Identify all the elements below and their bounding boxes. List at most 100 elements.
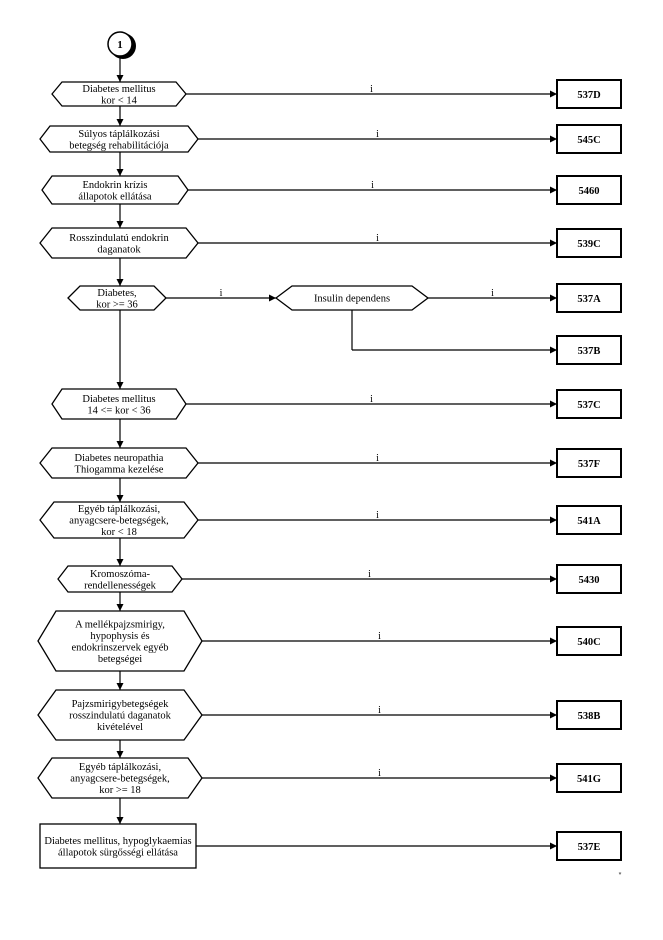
start-connector xyxy=(107,31,133,57)
edge-label-i: i xyxy=(376,510,379,521)
flowchart-edges xyxy=(116,56,557,850)
decision-node xyxy=(67,285,167,311)
flowchart-nodes xyxy=(37,31,622,869)
code-box xyxy=(556,626,622,656)
decision-node xyxy=(37,689,203,741)
decision-node xyxy=(57,565,183,593)
decision-node xyxy=(37,610,203,672)
code-box-label: 539C xyxy=(577,239,600,250)
decision-node xyxy=(39,447,199,479)
code-box-label: 5430 xyxy=(579,575,600,586)
corner-mark: " xyxy=(618,871,621,880)
decision-node-label-line: betegségei xyxy=(98,654,142,665)
code-box xyxy=(556,175,622,205)
decision-node-label-line: Súlyos táplálkozási xyxy=(78,129,159,140)
code-box xyxy=(556,228,622,258)
code-box xyxy=(556,79,622,109)
decision-node xyxy=(41,175,189,205)
decision-node-label: Kromoszóma-rendellenességek xyxy=(84,569,156,592)
start-connector-label: 1 xyxy=(117,39,123,51)
code-box xyxy=(556,124,622,154)
decision-node-label-line: Diabetes, xyxy=(97,288,136,299)
code-box xyxy=(556,763,622,793)
edge-label-i: i xyxy=(370,394,373,405)
decision-node-label-line: anyagcsere-betegségek, xyxy=(69,516,168,527)
edge-label-i: i xyxy=(376,129,379,140)
code-box-label: 537E xyxy=(578,842,601,853)
process-box xyxy=(39,823,197,869)
code-box-label: 5460 xyxy=(579,186,600,197)
decision-node-label-line: Egyéb táplálkozási, xyxy=(78,504,160,515)
decision-node-label-line: anyagcsere-betegségek, xyxy=(70,774,169,785)
code-box xyxy=(556,335,622,365)
decision-node-label-line: Kromoszóma- xyxy=(90,569,151,580)
decision-node-label-line: állapotok ellátása xyxy=(78,191,152,202)
decision-node-label-line: A mellékpajzsmirigy, xyxy=(75,619,165,630)
code-box-label: 545C xyxy=(577,135,600,146)
decision-node-label-line: Diabetes mellitus xyxy=(82,394,155,405)
code-box xyxy=(556,831,622,861)
decision-node-insulin xyxy=(274,285,430,311)
decision-node xyxy=(39,227,199,259)
decision-node-label-line: Thiogamma kezelése xyxy=(75,464,164,475)
decision-node xyxy=(39,501,199,539)
code-box-label: 537C xyxy=(577,400,600,411)
decision-node-label-line: 14 <= kor < 36 xyxy=(87,405,150,416)
decision-node-label-line: kor < 18 xyxy=(101,527,137,538)
code-box xyxy=(556,564,622,594)
decision-node-label-line: endokrinszervek egyéb xyxy=(71,642,168,653)
edge-label-i: i xyxy=(376,233,379,244)
decision-node-label-line: kivételével xyxy=(97,722,143,733)
edge-label-i: i xyxy=(491,288,494,299)
decision-node-label: Egyéb táplálkozási,anyagcsere-betegségek… xyxy=(70,762,169,796)
decision-node-label: Diabetes,kor >= 36 xyxy=(96,288,138,311)
decision-node xyxy=(37,757,203,799)
code-box-label: 540C xyxy=(577,637,600,648)
edge-label-i: i xyxy=(378,768,381,779)
decision-node-label-line: kor < 14 xyxy=(101,95,137,106)
edge-label-i: i xyxy=(220,288,223,299)
code-box-label: 537F xyxy=(578,459,600,470)
code-box-label: 541A xyxy=(577,516,601,527)
decision-node-label-line: állapotok sürgősségi ellátása xyxy=(58,847,178,858)
code-box xyxy=(556,505,622,535)
decision-node-label-line: Rosszindulatú endokrin xyxy=(69,233,169,244)
edge-label-i: i xyxy=(371,180,374,191)
decision-node-insulin-label-line: Insulin dependens xyxy=(314,294,390,305)
decision-node-label-line: betegség rehabilitációja xyxy=(69,140,169,151)
decision-node-label-line: Pajzsmirigybetegségek xyxy=(72,699,170,710)
decision-node xyxy=(39,125,199,153)
decision-node-label: Egyéb táplálkozási,anyagcsere-betegségek… xyxy=(69,504,168,538)
code-box-label: 537D xyxy=(577,90,601,101)
decision-node-label-line: Diabetes neuropathia xyxy=(75,453,164,464)
edge-label-i: i xyxy=(368,569,371,580)
decision-node-label-line: Egyéb táplálkozási, xyxy=(79,762,161,773)
decision-node-label-line: daganatok xyxy=(97,244,141,255)
decision-node xyxy=(51,388,187,420)
edge-label-i: i xyxy=(370,84,373,95)
edge-label-i: i xyxy=(378,631,381,642)
code-box-label: 541G xyxy=(577,774,601,785)
code-box-label: 537A xyxy=(577,294,601,305)
code-box-label: 538B xyxy=(578,711,601,722)
code-box xyxy=(556,389,622,419)
decision-node-label-line: rosszindulatú daganatok xyxy=(69,711,172,722)
decision-node-label-line: Diabetes mellitus, hypoglykaemias xyxy=(44,836,191,847)
decision-node-label-line: kor >= 36 xyxy=(96,299,138,310)
decision-node xyxy=(51,81,187,107)
code-box-label: 537B xyxy=(578,346,601,357)
code-box xyxy=(556,700,622,730)
edge-label-i: i xyxy=(378,705,381,716)
code-box xyxy=(556,283,622,313)
